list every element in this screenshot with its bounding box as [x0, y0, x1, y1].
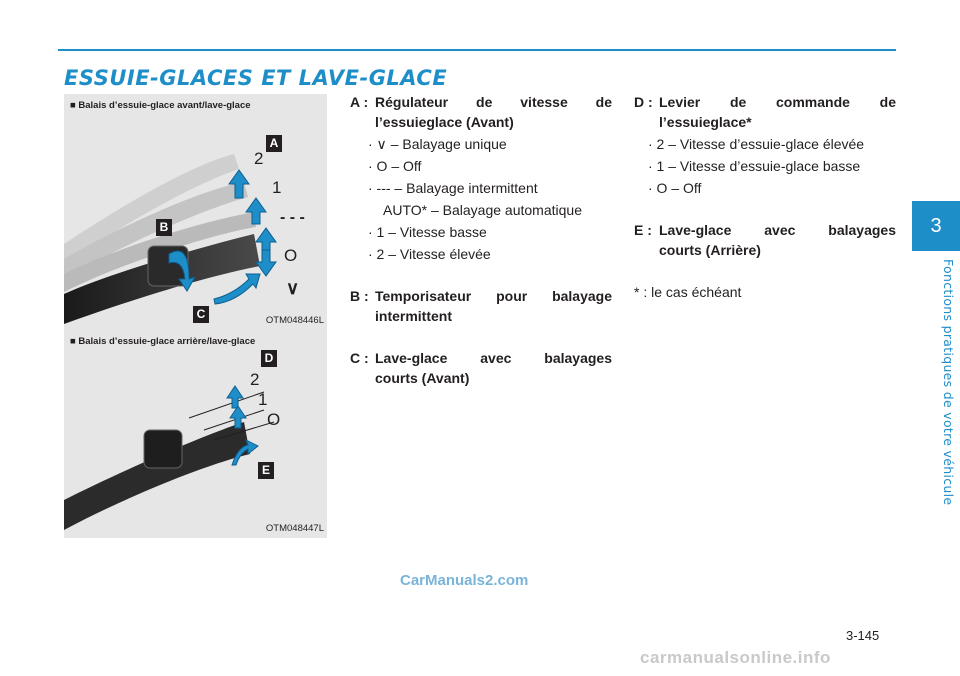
legend-a-heading-cont: l’essuieglace (Avant)	[350, 112, 612, 132]
page-title: ESSUIE-GLACES ET LAVE-GLACE	[64, 66, 448, 90]
legend-e-heading: E : Lave-glace avec balayages	[634, 220, 896, 240]
legend-c-heading-cont: courts (Avant)	[350, 368, 612, 388]
figure-caption: ■ Balais d’essuie-glace avant/lave-glace	[70, 100, 251, 111]
legend-item: AUTO* – Balayage automatique	[383, 202, 582, 218]
position-1-label: 1	[258, 390, 268, 409]
legend-item: · O – Off	[648, 180, 702, 196]
legend-column-1: A : Régulateur de vitesse de l’essuiegla…	[350, 92, 612, 388]
legend-title-cont: courts (Arrière)	[659, 242, 761, 258]
legend-item: · 2 – Vitesse élevée	[368, 246, 491, 262]
legend-d-heading-cont: l’essuieglace*	[634, 112, 896, 132]
position-off-label: O	[284, 246, 298, 265]
position-1-label: 1	[272, 178, 282, 197]
callout-c: C	[193, 306, 209, 323]
callout-a: A	[266, 135, 282, 152]
front-wiper-figure: 2 1 - - - O ∨ A B C ■ Balais d’essuie-gl…	[64, 94, 327, 330]
callout-b: B	[156, 219, 172, 236]
position-off-label: O	[267, 410, 281, 429]
legend-title: Lave-glace avec balayages	[659, 222, 896, 238]
legend-item: · O – Off	[368, 158, 422, 174]
watermark-footer: carmanualsonline.info	[640, 648, 831, 667]
legend-title: Régulateur de vitesse de	[375, 94, 612, 110]
legend-title: Levier de commande de	[659, 94, 896, 110]
figure-code: OTM048446L	[265, 315, 324, 326]
chapter-number: 3	[930, 214, 942, 237]
legend-e-heading-cont: courts (Arrière)	[634, 240, 896, 260]
position-intermittent-label: - - -	[280, 209, 305, 226]
callout-d: D	[261, 350, 277, 367]
legend-column-2: D : Levier de commande de l’essuieglace*…	[634, 92, 896, 302]
position-single-label: ∨	[286, 278, 300, 298]
figure-code: OTM048447L	[265, 523, 324, 534]
page-number: 3-145	[846, 628, 880, 643]
position-2-label: 2	[254, 149, 264, 168]
legend-key: B :	[350, 288, 369, 304]
chapter-side-label: Fonctions pratiques de votre véhicule	[941, 259, 956, 506]
legend-key: A :	[350, 94, 369, 110]
legend-item: · 1 – Vitesse d’essuie-glace basse	[648, 158, 861, 174]
legend-b-heading: B : Temporisateur pour balayage	[350, 286, 612, 306]
legend-item: · ∨ – Balayage unique	[368, 136, 507, 152]
footnote: * : le cas échéant	[634, 284, 742, 300]
legend-a-heading: A : Régulateur de vitesse de	[350, 92, 612, 112]
legend-title: Temporisateur pour balayage	[375, 288, 612, 304]
watermark-link[interactable]: CarManuals2.com	[400, 572, 529, 589]
callout-e: E	[258, 462, 274, 479]
legend-d-heading: D : Levier de commande de	[634, 92, 896, 112]
rear-wiper-illustration	[64, 385, 275, 530]
legend-b-heading-cont: intermittent	[350, 306, 612, 326]
position-2-label: 2	[250, 370, 260, 389]
header-rule	[58, 49, 896, 51]
legend-item: · --- – Balayage intermittent	[368, 180, 538, 196]
rear-wiper-figure: 2 1 O D E ■ Balais d’essuie-glace arrièr…	[64, 330, 327, 538]
chapter-tab[interactable]: 3	[912, 201, 960, 251]
legend-key: D :	[634, 94, 653, 110]
legend-c-heading: C : Lave-glace avec balayages	[350, 348, 612, 368]
legend-item: · 1 – Vitesse basse	[368, 224, 487, 240]
figure-caption: ■ Balais d’essuie-glace arrière/lave-gla…	[70, 336, 256, 347]
legend-title-cont: l’essuieglace*	[659, 114, 752, 130]
legend-title-cont: courts (Avant)	[375, 370, 470, 386]
legend-key: C :	[350, 350, 369, 366]
legend-item: · 2 – Vitesse d’essuie-glace élevée	[648, 136, 865, 152]
legend-title: Lave-glace avec balayages	[375, 350, 612, 366]
legend-key: E :	[634, 222, 652, 238]
legend-title-cont: intermittent	[375, 308, 452, 324]
legend-title-cont: l’essuieglace (Avant)	[375, 114, 514, 130]
